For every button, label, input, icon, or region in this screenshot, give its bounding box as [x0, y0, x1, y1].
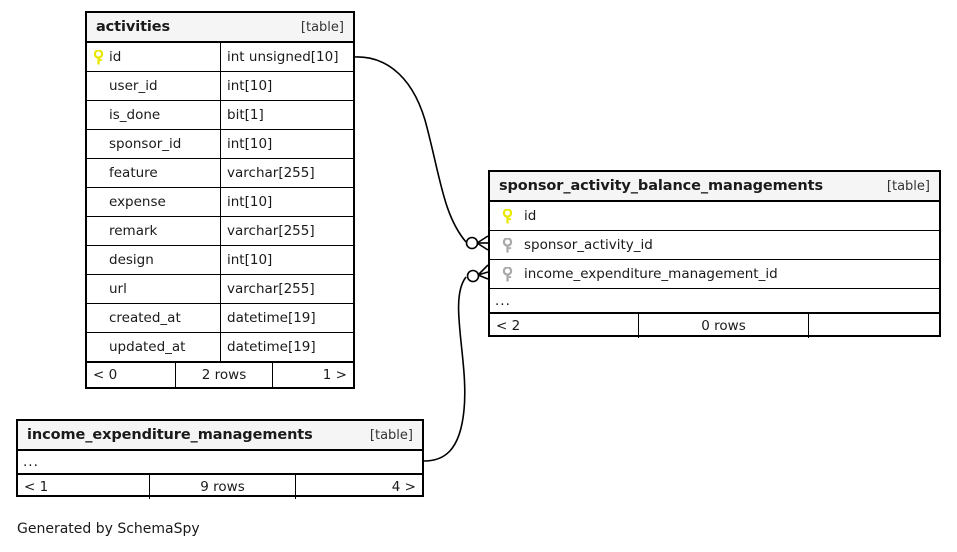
table-row[interactable]: id int unsigned[10] — [87, 43, 353, 72]
row-count-label: 9 rows — [149, 475, 295, 499]
table-activities[interactable]: activities [table] id int unsigned[10] u… — [85, 11, 355, 389]
relationship-iem-to-sabm — [423, 264, 489, 462]
prev-page-button[interactable]: < 1 — [24, 479, 49, 495]
prev-page-button[interactable]: < 0 — [93, 367, 118, 383]
column-name: remark — [109, 223, 158, 239]
generated-by-label: Generated by SchemaSpy — [17, 521, 200, 537]
next-page-button[interactable]: 4 > — [295, 475, 422, 499]
relationship-activities-to-sabm — [354, 56, 489, 251]
column-type: datetime[19] — [220, 333, 353, 361]
table-row[interactable]: user_id int[10] — [87, 72, 353, 101]
cardinality-one-marker — [466, 269, 480, 283]
table-title: income_expenditure_managements — [27, 427, 313, 443]
table-row[interactable]: url varchar[255] — [87, 275, 353, 304]
column-type: varchar[255] — [220, 159, 353, 187]
table-row[interactable]: expense int[10] — [87, 188, 353, 217]
table-row[interactable]: sponsor_activity_id — [490, 231, 939, 260]
crowsfoot-many-marker — [477, 264, 489, 280]
column-name: sponsor_activity_id — [524, 237, 653, 253]
table-row[interactable]: design int[10] — [87, 246, 353, 275]
table-row[interactable]: created_at datetime[19] — [87, 304, 353, 333]
row-count-label: 0 rows — [638, 314, 808, 338]
column-type: varchar[255] — [220, 275, 353, 303]
row-count-label: 2 rows — [175, 363, 272, 387]
prev-page-button[interactable]: < 2 — [496, 318, 521, 334]
column-type: int[10] — [220, 246, 353, 274]
table-footer-nav: < 2 0 rows — [490, 313, 939, 338]
table-header: activities [table] — [87, 13, 353, 43]
table-footer-nav: < 0 2 rows 1 > — [87, 362, 353, 387]
column-name: created_at — [109, 310, 181, 326]
column-type: bit[1] — [220, 101, 353, 129]
table-footer-nav: < 1 9 rows 4 > — [18, 474, 422, 499]
table-sponsor-activity-balance-managements[interactable]: sponsor_activity_balance_managements [ta… — [488, 170, 941, 338]
column-type: int[10] — [220, 72, 353, 100]
column-name: income_expenditure_management_id — [524, 266, 778, 282]
column-name: feature — [109, 165, 158, 181]
more-columns-indicator: ... — [490, 289, 939, 313]
table-title: activities — [96, 19, 171, 35]
table-row[interactable]: feature varchar[255] — [87, 159, 353, 188]
column-name: id — [109, 49, 122, 65]
column-type: int unsigned[10] — [220, 43, 353, 71]
next-page-button[interactable] — [808, 314, 939, 338]
table-row[interactable]: sponsor_id int[10] — [87, 130, 353, 159]
column-name: user_id — [109, 78, 158, 94]
table-row[interactable]: is_done bit[1] — [87, 101, 353, 130]
column-name: is_done — [109, 107, 161, 123]
column-name: expense — [109, 194, 166, 210]
column-name: sponsor_id — [109, 136, 182, 152]
more-columns-indicator: ... — [18, 451, 422, 474]
foreign-key-icon — [490, 237, 524, 253]
primary-key-icon — [87, 49, 109, 65]
column-name: id — [524, 208, 537, 224]
column-name: updated_at — [109, 339, 186, 355]
column-name: url — [109, 281, 127, 297]
table-kind-label: [table] — [369, 427, 413, 443]
table-row[interactable]: income_expenditure_management_id — [490, 260, 939, 289]
column-type: int[10] — [220, 130, 353, 158]
foreign-key-icon — [490, 266, 524, 282]
column-name: design — [109, 252, 154, 268]
next-page-button[interactable]: 1 > — [272, 363, 353, 387]
table-row[interactable]: id — [490, 202, 939, 231]
crowsfoot-many-marker — [476, 235, 489, 251]
table-kind-label: [table] — [886, 178, 930, 194]
primary-key-icon — [490, 208, 524, 224]
cardinality-one-marker — [465, 236, 479, 250]
table-income-expenditure-managements[interactable]: income_expenditure_managements [table] .… — [16, 419, 424, 499]
table-kind-label: [table] — [300, 19, 344, 35]
table-row[interactable]: updated_at datetime[19] — [87, 333, 353, 362]
column-type: int[10] — [220, 188, 353, 216]
table-header: sponsor_activity_balance_managements [ta… — [490, 172, 939, 202]
column-type: datetime[19] — [220, 304, 353, 332]
table-row[interactable]: remark varchar[255] — [87, 217, 353, 246]
column-type: varchar[255] — [220, 217, 353, 245]
table-header: income_expenditure_managements [table] — [18, 421, 422, 451]
table-title: sponsor_activity_balance_managements — [499, 178, 823, 194]
